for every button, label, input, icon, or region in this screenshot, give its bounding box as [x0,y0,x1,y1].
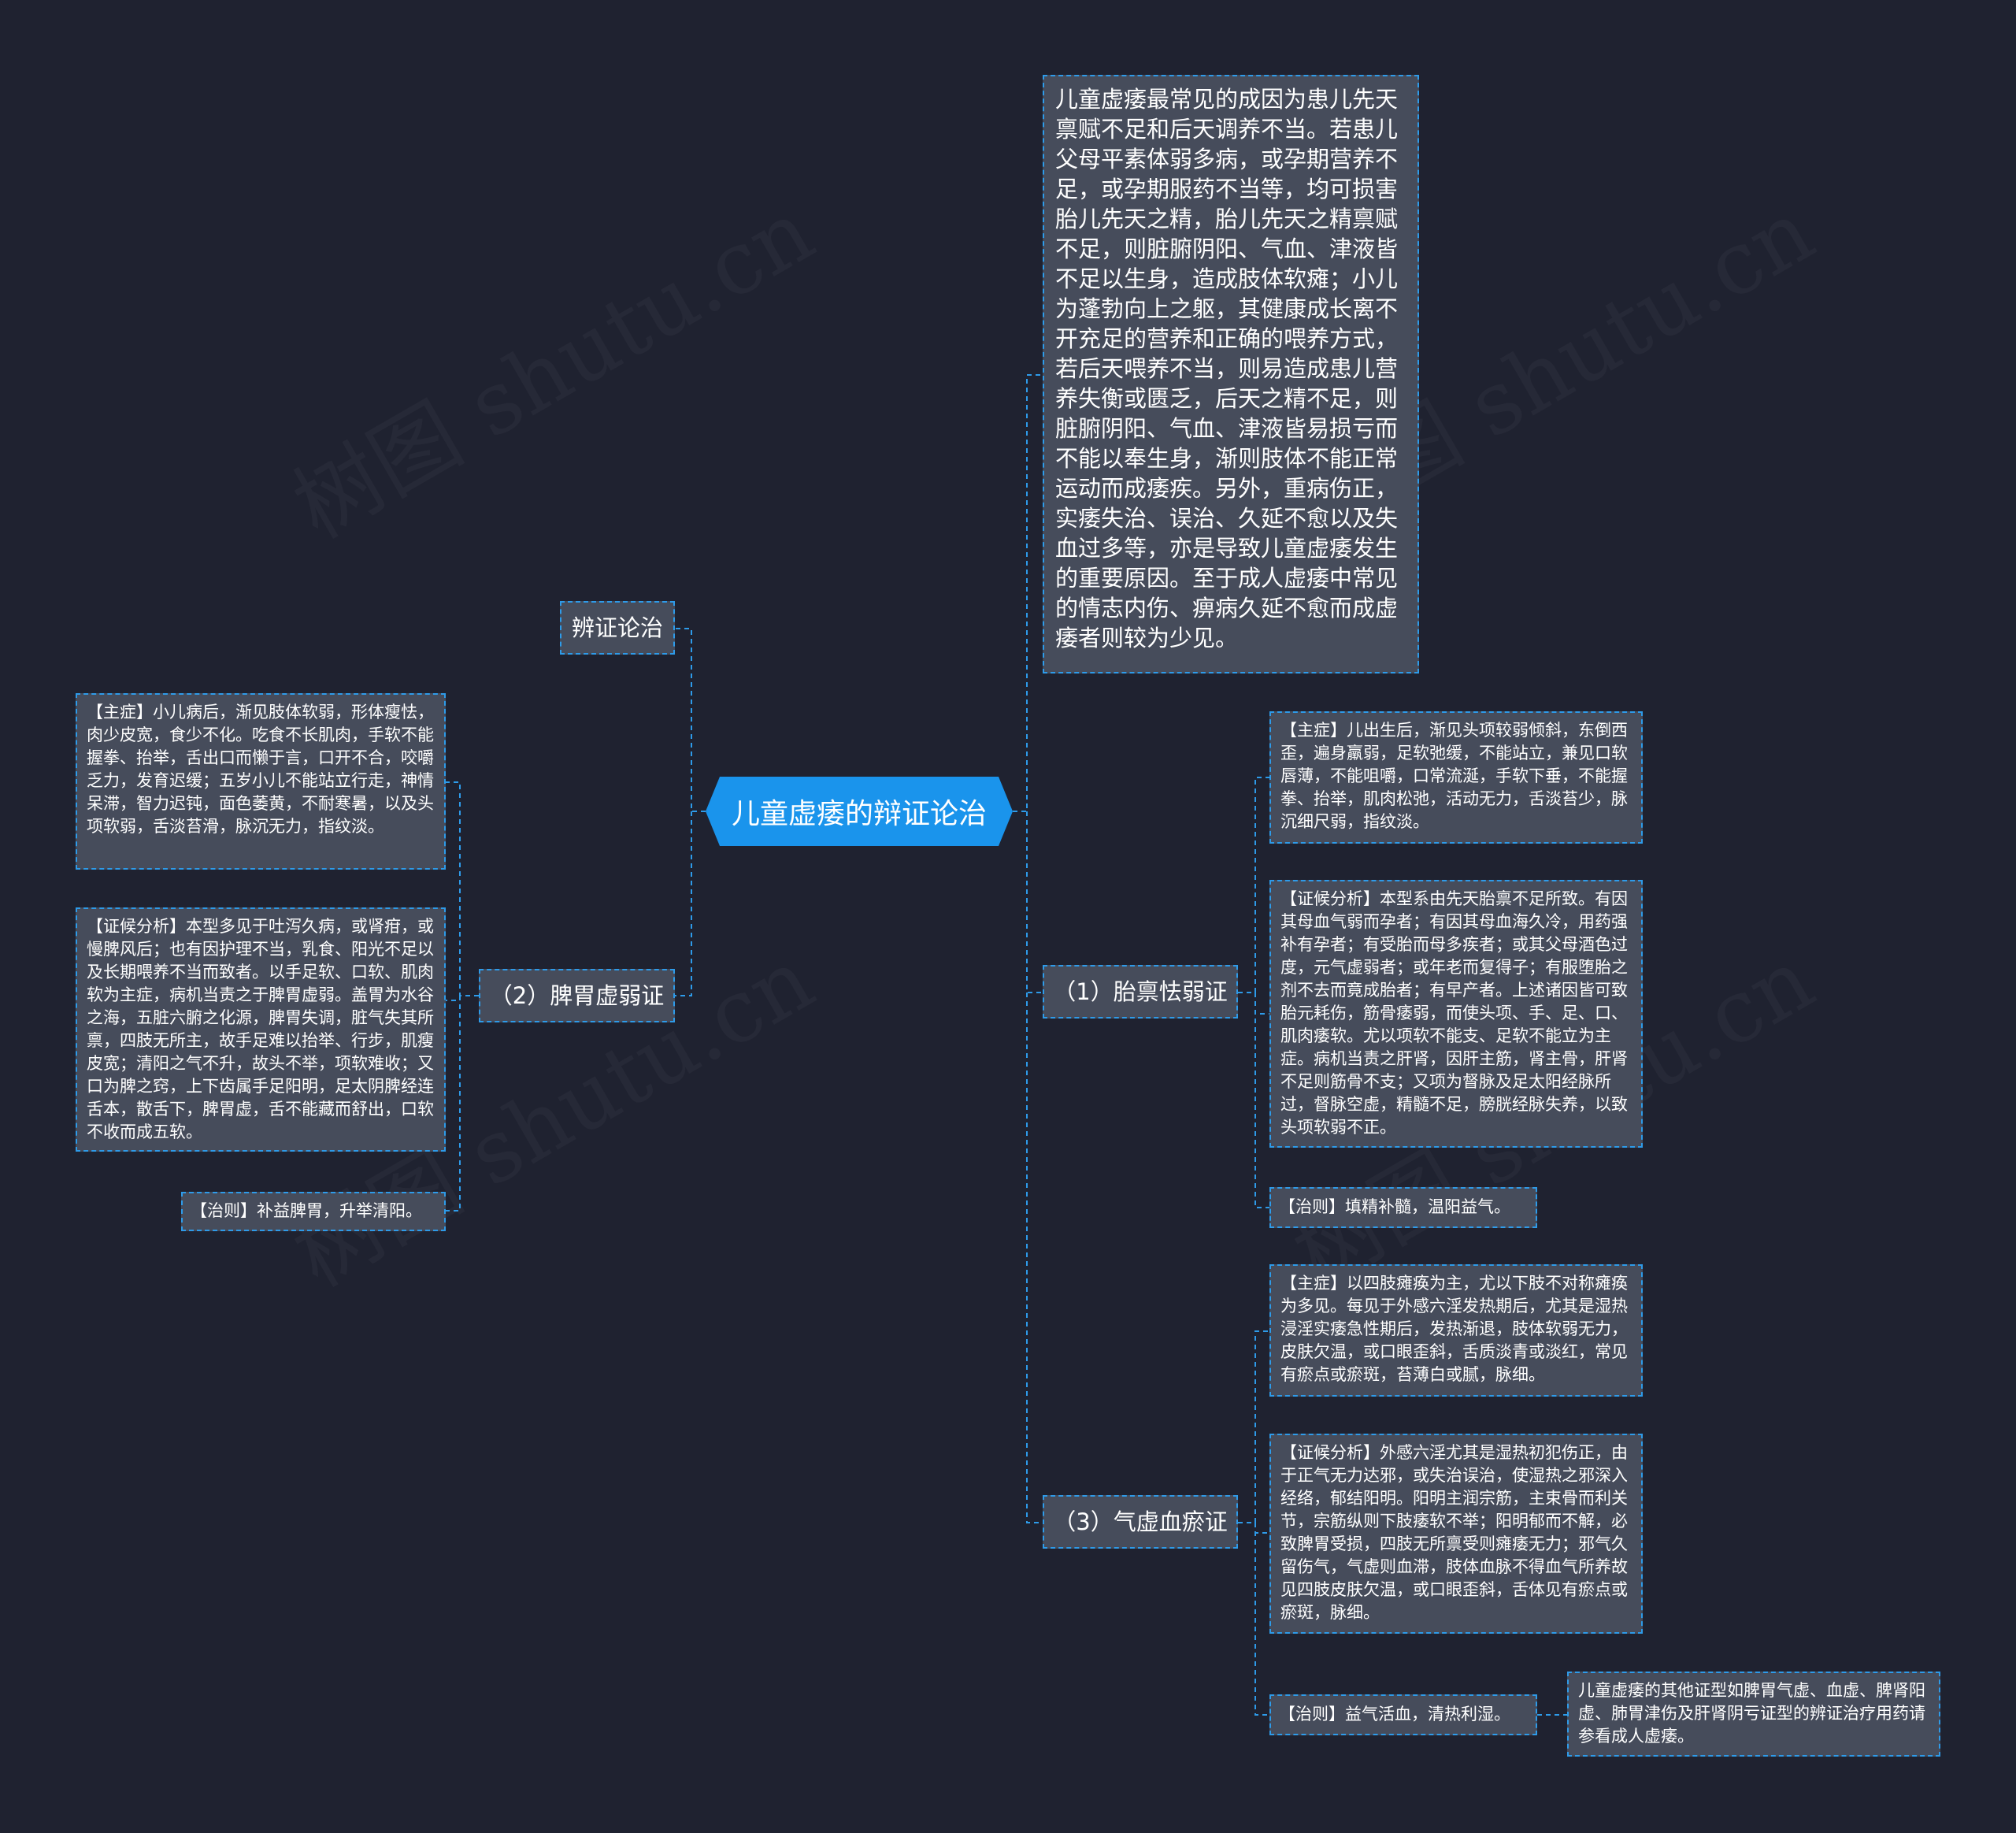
qixu-zhize-text: 【治则】益气活血，清热利湿。 [1279,1705,1510,1724]
qixu-fenxi-note[interactable]: 【证候分析】外感六淫尤其是湿热初犯伤正，由于正气无力达邪，或失治误治，使湿热之邪… [1269,1434,1643,1634]
topic-qixu-label: （3）气虚血瘀证 [1053,1508,1228,1535]
topic-bianzheng[interactable]: 辨证论治 [560,601,675,655]
piwei-fenxi-text: 【证候分析】本型多见于吐泻久病，或肾疳，或慢脾风后；也有因护理不当，乳食、阳光不… [87,917,434,1141]
connector-piwei-hub [446,781,479,1211]
taibing-fenxi-note[interactable]: 【证候分析】本型系由先天胎禀不足所致。有因其母血气弱而孕者；有因其母血海久冷，用… [1269,880,1643,1148]
topic-piwei-label: （2）脾胃虚弱证 [489,982,665,1009]
connector-root-to-right [1013,374,1043,1523]
qixu-zhuzheng-text: 【主症】以四肢瘫痪为主，尤以下肢不对称瘫痪为多见。每见于外感六淫发热期后，尤其是… [1280,1274,1628,1384]
taibing-zhuzheng-note[interactable]: 【主症】儿出生后，渐见头项较弱倾斜，东倒西歪，遍身羸弱，足软弛缓，不能站立，兼见… [1269,711,1643,844]
topic-qixu[interactable]: （3）气虚血瘀证 [1043,1495,1238,1549]
root-topic[interactable]: 儿童虚痿的辩证论治 [706,777,1013,846]
topic-bianzheng-label: 辨证论治 [571,614,663,641]
connector-qixu-hub [1238,1330,1269,1716]
cause-note[interactable]: 儿童虚痿最常见的成因为患儿先天禀赋不足和后天调养不当。若患儿父母平素体弱多病，或… [1043,75,1419,673]
root-topic-label: 儿童虚痿的辩证论治 [731,798,987,830]
topic-taibing[interactable]: （1）胎禀怯弱证 [1043,965,1238,1019]
piwei-zhuzheng-text: 【主症】小儿病后，渐见肢体软弱，形体瘦怯，肉少皮宽，食少不化。吃食不长肌肉，手软… [87,703,434,836]
topic-taibing-label: （1）胎禀怯弱证 [1053,978,1228,1005]
piwei-zhize-text: 【治则】补益脾胃，升举清阳。 [191,1201,422,1220]
taibing-zhuzheng-text: 【主症】儿出生后，渐见头项较弱倾斜，东倒西歪，遍身羸弱，足软弛缓，不能站立，兼见… [1280,721,1628,831]
qixu-zhize-note[interactable]: 【治则】益气活血，清热利湿。 [1269,1694,1537,1735]
qixu-other-note[interactable]: 儿童虚痿的其他证型如脾胃气虚、血虚、脾肾阳虚、肺胃津伤及肝肾阴亏证型的辨证治疗用… [1567,1672,1940,1757]
taibing-zhize-text: 【治则】填精补髓，温阳益气。 [1279,1197,1510,1216]
connector-root-to-bianzheng [675,628,706,812]
taibing-zhize-note[interactable]: 【治则】填精补髓，温阳益气。 [1269,1187,1537,1228]
cause-text: 儿童虚痿最常见的成因为患儿先天禀赋不足和后天调养不当。若患儿父母平素体弱多病，或… [1055,86,1399,651]
qixu-fenxi-text: 【证候分析】外感六淫尤其是湿热初犯伤正，由于正气无力达邪，或失治误治，使湿热之邪… [1280,1443,1628,1622]
connector-taibing-hub [1238,777,1269,1208]
connector-root-to-piwei [675,811,692,996]
piwei-zhuzheng-note[interactable]: 【主症】小儿病后，渐见肢体软弱，形体瘦怯，肉少皮宽，食少不化。吃食不长肌肉，手软… [76,693,446,870]
piwei-fenxi-note[interactable]: 【证候分析】本型多见于吐泻久病，或肾疳，或慢脾风后；也有因护理不当，乳食、阳光不… [76,907,446,1152]
qixu-zhuzheng-note[interactable]: 【主症】以四肢瘫痪为主，尤以下肢不对称瘫痪为多见。每见于外感六淫发热期后，尤其是… [1269,1264,1643,1397]
taibing-fenxi-text: 【证候分析】本型系由先天胎禀不足所致。有因其母血气弱而孕者；有因其母血海久冷，用… [1280,889,1628,1137]
qixu-other-text: 儿童虚痿的其他证型如脾胃气虚、血虚、脾肾阳虚、肺胃津伤及肝肾阴亏证型的辨证治疗用… [1578,1681,1925,1746]
topic-piwei[interactable]: （2）脾胃虚弱证 [479,969,675,1022]
piwei-zhize-note[interactable]: 【治则】补益脾胃，升举清阳。 [181,1192,446,1231]
